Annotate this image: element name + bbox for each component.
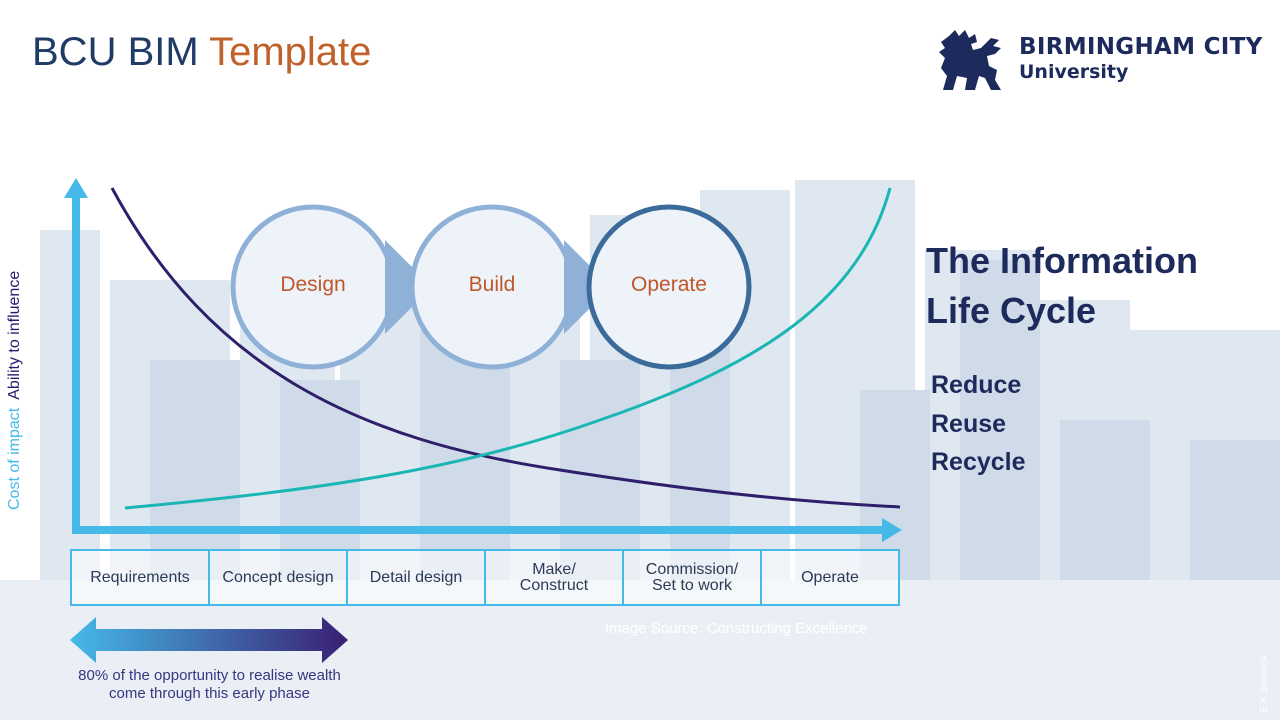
- info-list: Reduce Reuse Recycle: [931, 366, 1026, 482]
- lion-crest-icon: [939, 30, 1001, 90]
- cost-curve: [124, 187, 892, 510]
- info-item-recycle: Recycle: [931, 448, 1026, 476]
- stage-concept-design: Concept design: [210, 551, 348, 604]
- phase-arrow-1: [385, 240, 432, 334]
- stage-make-construct: Make/ Construct: [486, 551, 624, 604]
- phase-circle-operate: [586, 204, 752, 370]
- opportunity-arrow: [70, 617, 348, 663]
- opportunity-note: 80% of the opportunity to realise wealth…: [78, 667, 341, 702]
- phase-label-design: Design: [280, 273, 346, 296]
- logo-line2: University: [1019, 61, 1129, 83]
- phase-circles: [230, 204, 752, 370]
- image-source: Image Source: Constructing Excellence: [605, 620, 868, 637]
- ability-curve: [110, 187, 901, 509]
- slide-title: BCU BIM Template: [32, 30, 371, 75]
- stage-detail-design: Detail design: [348, 551, 486, 604]
- phase-label-build: Build: [468, 273, 516, 296]
- university-logo: BIRMINGHAM CITY University: [935, 26, 1262, 96]
- stage-row: Requirements Concept design Detail desig…: [70, 549, 900, 606]
- stage-commission: Commission/ Set to work: [624, 551, 762, 604]
- axes: [64, 178, 902, 542]
- info-item-reuse: Reuse: [931, 409, 1007, 438]
- title-main: BCU BIM: [32, 30, 199, 74]
- info-title: The Information Life Cycle: [926, 240, 1198, 331]
- logo-line1: BIRMINGHAM CITY: [1019, 34, 1263, 60]
- stage-operate: Operate: [801, 568, 859, 586]
- stage-requirements: Requirements: [72, 551, 210, 604]
- author-credit: E K Simcock: [1259, 655, 1270, 712]
- info-item-reduce: Reduce: [931, 371, 1022, 399]
- title-accent: Template: [209, 30, 372, 74]
- phase-label-operate: Operate: [631, 273, 707, 296]
